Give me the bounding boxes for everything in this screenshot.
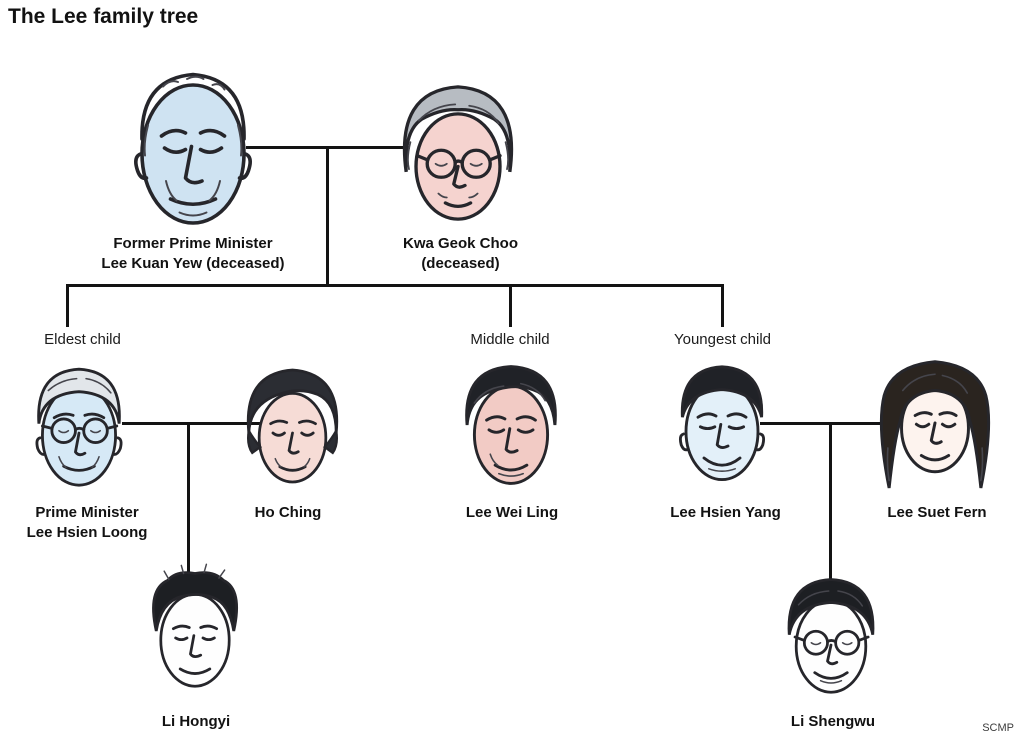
lee-suet-fern-face-illustration <box>879 360 991 489</box>
connector-parents-drop <box>326 146 329 287</box>
li-shengwu-face-illustration <box>787 578 875 694</box>
generation-label-youngest-child: Youngest child <box>673 331 772 348</box>
caption-line: Lee Hsien Yang <box>670 504 781 521</box>
lee-wei-ling-portrait <box>450 352 572 498</box>
connector-drop-eldest-child <box>66 284 69 327</box>
source-attribution: SCMP <box>982 722 1014 734</box>
label-li-hongyi: Li Hongyi <box>118 712 274 732</box>
label-kwa-geok-choo: Kwa Geok Choo (deceased) <box>368 234 553 273</box>
li-hongyi-portrait <box>138 562 252 700</box>
lee-hsien-yang-portrait <box>662 350 782 494</box>
caption-line: Former Prime Minister <box>113 235 273 252</box>
li-shengwu-portrait <box>773 568 889 706</box>
connector-drop-li-hongyi <box>187 422 190 577</box>
generation-label-eldest-child: Eldest child <box>44 331 121 348</box>
diagram-title: The Lee family tree <box>8 5 199 28</box>
connector-marriage-lee-hsien-yang-lee-suet-fern <box>760 422 890 425</box>
lee-kuan-yew-face-illustration <box>134 72 252 225</box>
lee-suet-fern-portrait <box>873 348 997 498</box>
ho-ching-portrait <box>235 356 350 496</box>
caption-line: Kwa Geok Choo <box>402 235 518 252</box>
lee-wei-ling-face-illustration <box>465 365 557 485</box>
lee-hsien-yang-face-illustration <box>678 365 766 482</box>
caption-line: Li Shengwu <box>790 713 876 730</box>
lee-hsien-loong-portrait <box>20 355 138 497</box>
caption-line: Lee Kuan Yew (deceased) <box>101 254 285 272</box>
caption-line: Lee Wei Ling <box>465 504 559 521</box>
caption-line: Ho Ching <box>254 504 322 521</box>
label-lee-wei-ling: Lee Wei Ling <box>438 503 586 523</box>
caption-line: Lee Hsien Loong <box>26 523 148 541</box>
lee-kuan-yew-portrait <box>118 55 268 235</box>
label-lee-hsien-yang: Lee Hsien Yang <box>648 503 803 523</box>
label-lee-hsien-loong: Prime Minister Lee Hsien Loong <box>2 503 172 542</box>
li-hongyi-face-illustration <box>152 563 238 688</box>
caption-line: Lee Suet Fern <box>887 504 987 521</box>
connector-drop-li-shengwu <box>829 422 832 583</box>
caption-line: Prime Minister <box>35 504 139 521</box>
connector-drop-youngest-child <box>721 284 724 327</box>
label-ho-ching: Ho Ching <box>218 503 358 523</box>
kwa-geok-choo-portrait <box>388 72 528 234</box>
label-lee-kuan-yew: Former Prime Minister Lee Kuan Yew (dece… <box>58 234 328 273</box>
generation-label-middle-child: Middle child <box>470 331 550 348</box>
ho-ching-face-illustration <box>246 368 339 484</box>
label-lee-suet-fern: Lee Suet Fern <box>858 503 1016 523</box>
connector-marriage-lee-hsien-loong-ho-ching <box>122 422 262 425</box>
caption-line: Li Hongyi <box>161 713 231 730</box>
lee-hsien-loong-face-illustration <box>35 367 123 487</box>
caption-line: (deceased) <box>421 254 500 272</box>
label-li-shengwu: Li Shengwu <box>753 712 913 732</box>
kwa-geok-choo-face-illustration <box>402 85 514 221</box>
connector-drop-middle-child <box>509 284 512 327</box>
connector-sibling-bus <box>66 284 724 287</box>
